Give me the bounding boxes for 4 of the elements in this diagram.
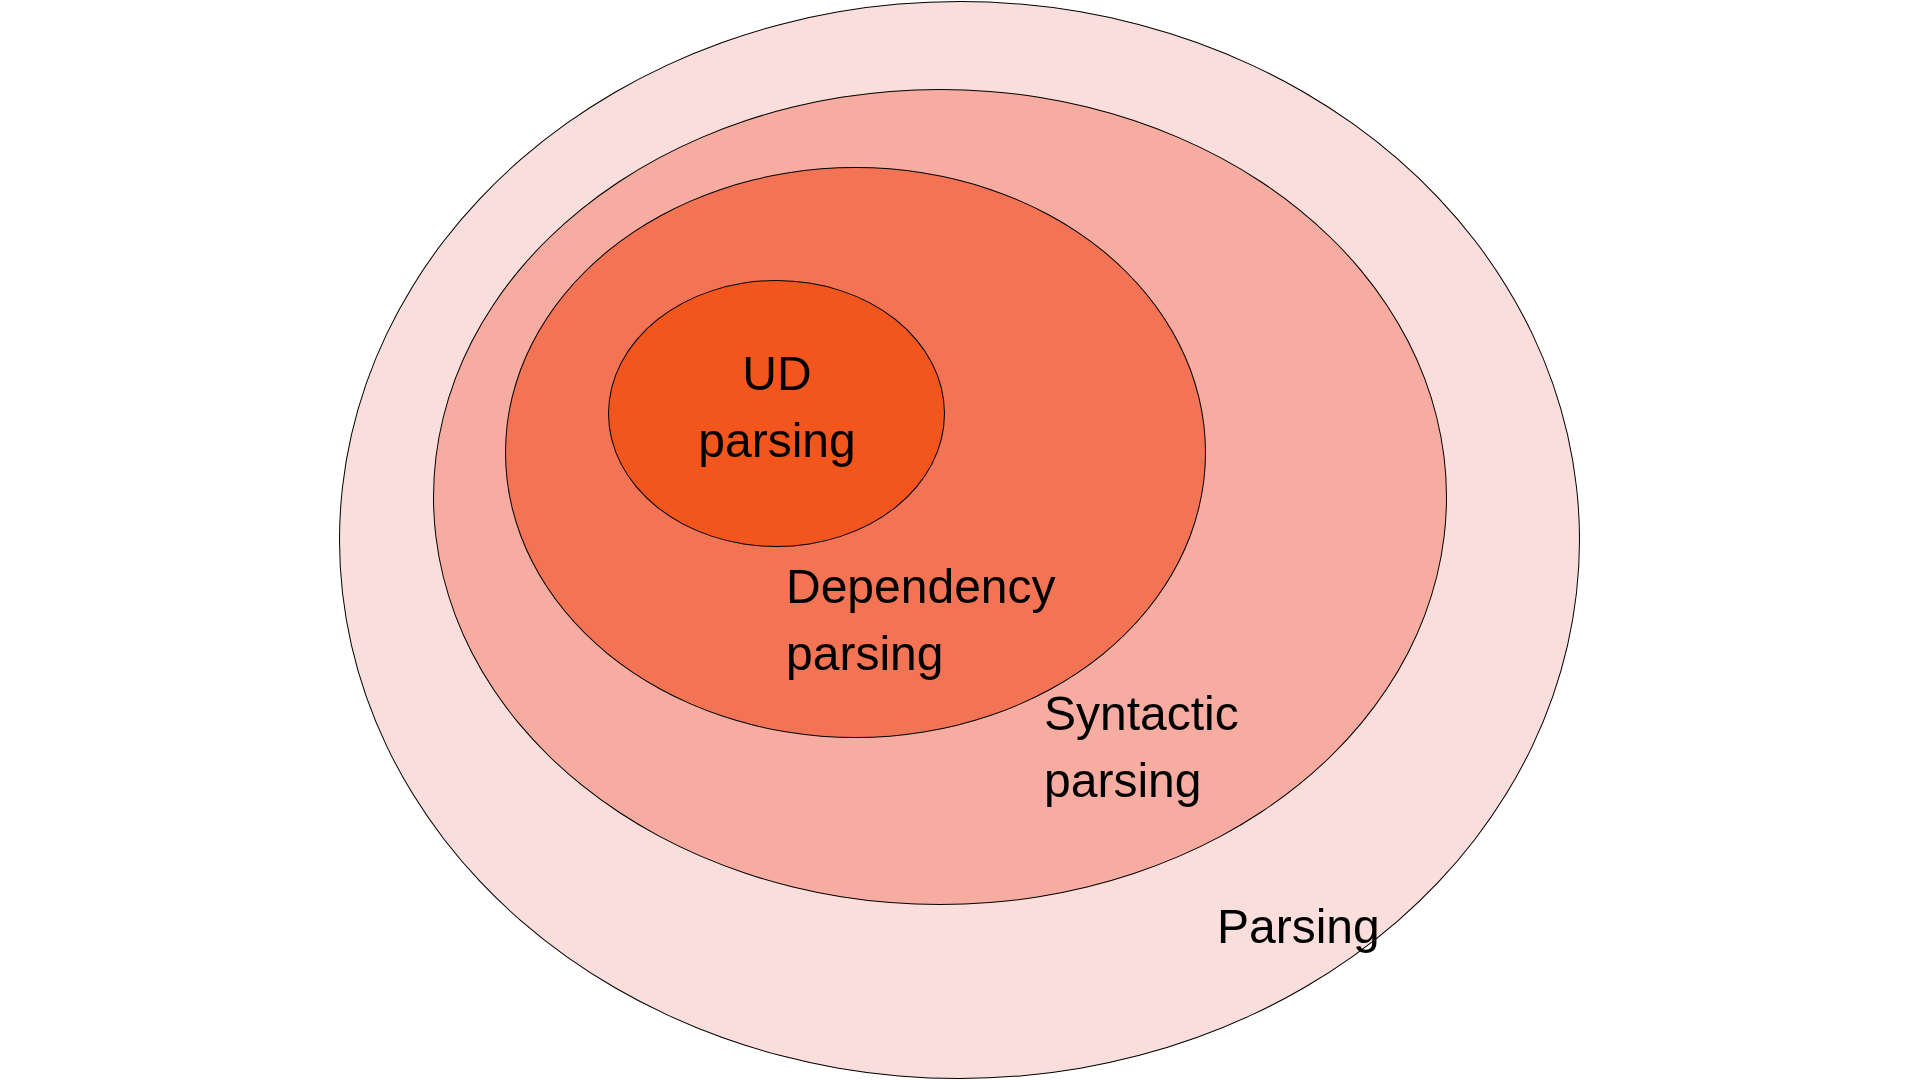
set-label: Parsing xyxy=(1217,899,1381,955)
set-label: Dependency parsing xyxy=(786,559,1057,682)
set-label: Syntactic parsing xyxy=(1044,686,1240,809)
set-label: UD parsing xyxy=(697,346,857,469)
